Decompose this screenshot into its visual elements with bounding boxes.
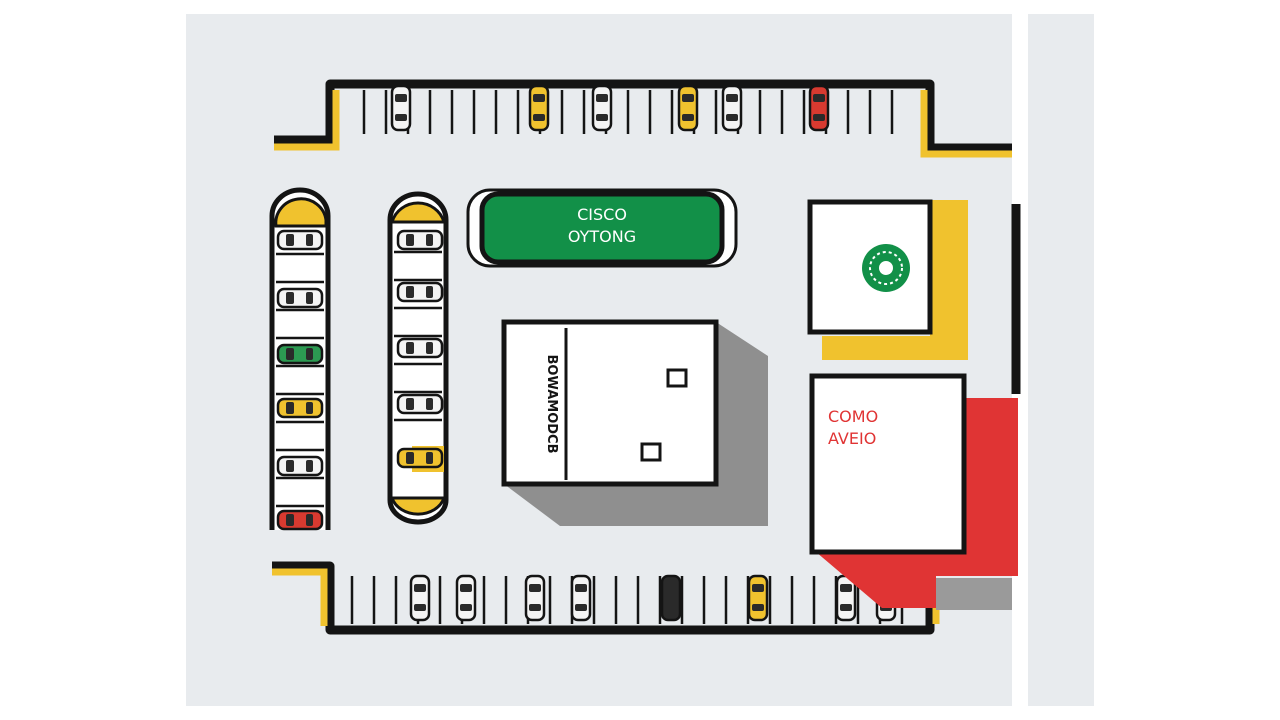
car-icon	[396, 393, 444, 415]
center-building: BOWAMODCB	[501, 319, 768, 526]
green-sign-line2: OYTONG	[568, 227, 636, 246]
car-icon	[396, 229, 444, 251]
car-icon	[721, 84, 743, 132]
inner-column-cars	[396, 229, 444, 469]
green-sign-panel	[479, 191, 725, 265]
car-icon	[276, 397, 324, 419]
car-icon	[276, 343, 324, 365]
inner-island-yellow-top-cap	[389, 201, 447, 224]
top-row-cars	[390, 84, 830, 132]
car-icon	[276, 509, 324, 531]
inner-parking-island	[387, 191, 449, 525]
car-icon	[524, 574, 546, 622]
car-icon	[396, 281, 444, 303]
top-parking-row	[274, 79, 1012, 158]
bottom-left-yellow-curb	[272, 568, 328, 626]
car-icon	[455, 574, 477, 622]
red-store-bottom-accent	[816, 552, 962, 608]
car-icon	[591, 84, 613, 132]
car-icon	[396, 447, 444, 469]
red-sign-line1: COMO	[828, 407, 878, 426]
car-icon	[528, 84, 550, 132]
car-icon	[747, 574, 769, 622]
car-icon	[570, 574, 592, 622]
center-building-label: BOWAMODCB	[544, 354, 559, 453]
car-icon	[660, 574, 682, 622]
car-icon	[396, 337, 444, 359]
green-sign: CISCO OYTONG	[466, 188, 738, 268]
red-store-roof	[809, 373, 967, 555]
car-icon	[390, 84, 412, 132]
inner-stall-lines	[394, 250, 442, 422]
left-parking-column	[269, 187, 331, 531]
top-right-yellow-curb	[920, 90, 1012, 158]
left-column-cars	[276, 229, 324, 531]
logo-building	[807, 199, 1021, 394]
red-store-side-accent	[936, 398, 1018, 576]
inner-island-yellow-bottom-cap	[389, 496, 447, 516]
center-building-roof	[501, 319, 719, 487]
car-icon	[409, 574, 431, 622]
red-store-shadow	[936, 578, 1012, 610]
top-left-yellow-curb	[274, 90, 340, 151]
left-stall-lines	[276, 252, 324, 508]
car-icon	[835, 574, 857, 622]
red-sign-line2: AVEIO	[828, 429, 876, 448]
left-island-yellow-cap	[274, 197, 328, 228]
car-icon	[276, 229, 324, 251]
roof-vent-1	[666, 368, 688, 388]
top-curb-outline	[274, 79, 1012, 153]
red-store: COMO AVEIO	[809, 373, 1018, 610]
side-strip	[1028, 14, 1094, 706]
car-icon	[808, 84, 830, 132]
roof-vent-2	[640, 442, 662, 462]
green-sign-line1: CISCO	[577, 205, 627, 224]
car-icon	[677, 84, 699, 132]
car-icon	[276, 455, 324, 477]
green-circular-logo-icon	[862, 244, 910, 292]
car-icon	[276, 287, 324, 309]
